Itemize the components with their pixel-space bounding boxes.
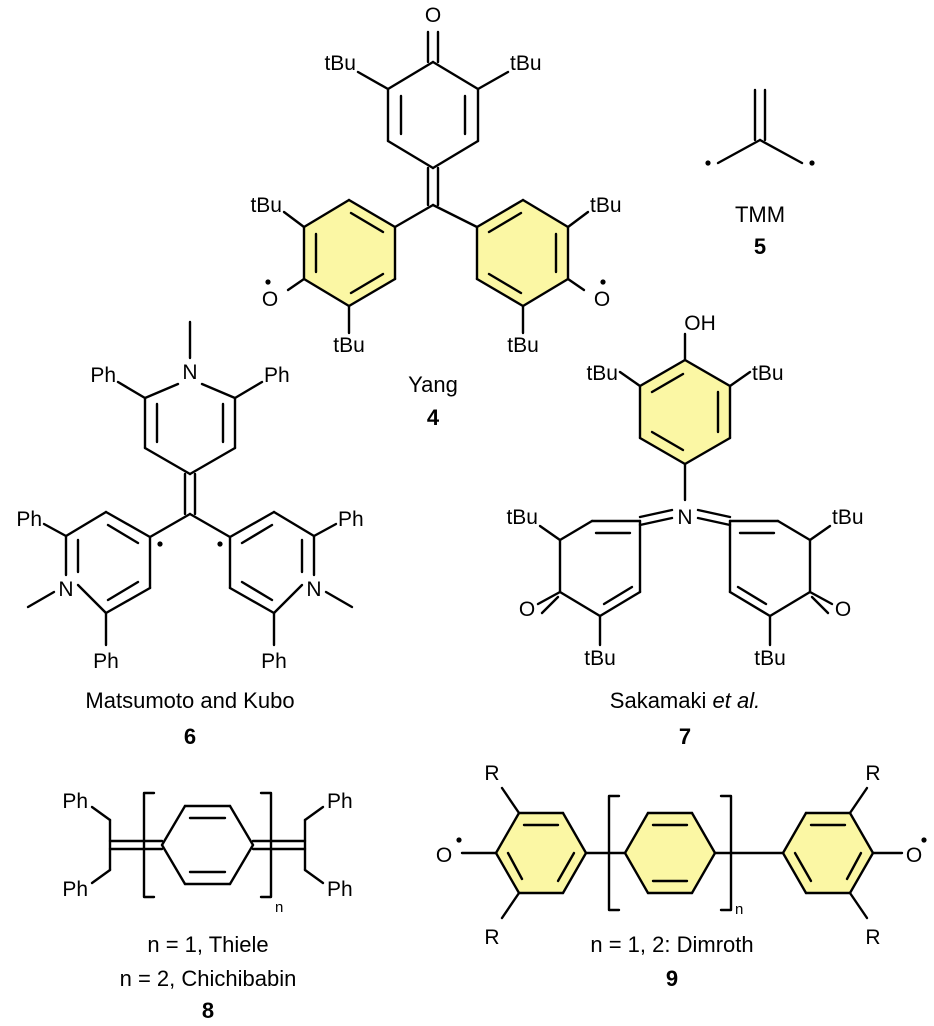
compound-6-ph-right: Ph xyxy=(338,508,364,531)
compound-8-line1: n = 1, Thiele xyxy=(147,932,268,957)
compound-9-middle-ring-highlight xyxy=(625,813,715,893)
compound-6-name: Matsumoto and Kubo xyxy=(85,688,294,713)
compound-7-tbu-mid-left: tBu xyxy=(506,506,538,529)
compound-7-name-plain: Sakamaki xyxy=(610,688,713,713)
compound-5-structure: TMM 5 xyxy=(705,88,815,259)
compound-5-number: 5 xyxy=(754,234,766,259)
compound-4-structure: O tBu tBu tBu tBu tBu tBu O O Yang 4 xyxy=(250,4,621,430)
compound-9-r-top-left: R xyxy=(484,762,499,785)
compound-8-repeat-n: n xyxy=(275,899,283,916)
compound-7-tbu-bottom-right: tBu xyxy=(754,647,786,670)
compound-6-ph-top-left: Ph xyxy=(90,364,116,387)
compound-4-radical-dot-left xyxy=(265,279,271,285)
compound-4-tbu-right: tBu xyxy=(590,194,622,217)
compound-7-bonds xyxy=(536,332,834,647)
compound-4-tbu-bottom-left: tBu xyxy=(333,334,365,357)
compound-9-radical-dot-right xyxy=(921,837,927,843)
compound-6-ph-bottom-right: Ph xyxy=(261,650,287,673)
compound-4-tbu-bottom-right: tBu xyxy=(507,334,539,357)
compound-6-radical-dot-left xyxy=(157,541,163,547)
compound-4-number: 4 xyxy=(427,405,440,430)
compound-7-tbu-top-right: tBu xyxy=(752,362,784,385)
compound-6-top-n: N xyxy=(182,361,197,384)
compound-4-radical-dot-right xyxy=(600,279,606,285)
compound-6-number: 6 xyxy=(184,724,196,749)
compound-4-oxyl-right: O xyxy=(594,288,610,311)
compound-4-right-ring-highlight xyxy=(477,200,568,306)
compound-9-repeat-n: n xyxy=(735,901,743,918)
compound-9-oxyl-left: O xyxy=(436,844,452,867)
compound-4-tbu-top-right: tBu xyxy=(510,52,542,75)
compound-7-tbu-mid-right: tBu xyxy=(832,506,864,529)
compound-5-radical-dot-right xyxy=(809,160,815,166)
compound-5-name: TMM xyxy=(735,202,785,227)
compound-7-carbonyl-o-right: O xyxy=(835,598,851,621)
compound-9-r-bottom-left: R xyxy=(484,926,499,949)
compound-9-r-top-right: R xyxy=(865,762,880,785)
compound-7-carbonyl-o-left: O xyxy=(519,598,535,621)
compound-4-tbu-top-left: tBu xyxy=(324,52,356,75)
compound-4-carbonyl-o: O xyxy=(425,4,441,27)
compound-6-left-n: N xyxy=(58,578,73,601)
compound-4-name: Yang xyxy=(408,372,458,397)
compound-6-bonds xyxy=(26,320,354,647)
compound-7-name-italic: et al. xyxy=(713,688,761,713)
compound-8-ph-bottom-right: Ph xyxy=(327,878,353,901)
compound-5-bonds xyxy=(716,88,804,165)
compound-9-r-bottom-right: R xyxy=(865,926,880,949)
compound-4-oxyl-left: O xyxy=(262,288,278,311)
compound-4-left-ring-highlight xyxy=(304,200,395,306)
compound-9-number: 9 xyxy=(666,966,678,991)
compound-6-radical-dot-right xyxy=(217,541,223,547)
compound-9-line1: n = 1, 2: Dimroth xyxy=(590,932,753,957)
compound-7-name: Sakamaki et al. xyxy=(610,688,760,713)
compound-6-right-n: N xyxy=(306,578,321,601)
compound-4-bonds xyxy=(282,30,590,335)
compound-8-line2: n = 2, Chichibabin xyxy=(120,966,297,991)
compound-7-number: 7 xyxy=(679,724,691,749)
compound-9-bonds xyxy=(460,786,904,920)
compound-9-radical-dot-left xyxy=(456,837,462,843)
compound-8-ph-top-left: Ph xyxy=(62,790,88,813)
compound-4-tbu-left: tBu xyxy=(250,194,282,217)
compound-7-phenol-ring-highlight xyxy=(640,360,730,464)
compound-8-number: 8 xyxy=(202,998,214,1023)
compound-7-imine-n: N xyxy=(677,506,692,529)
compound-6-ph-top-right: Ph xyxy=(264,364,290,387)
compound-6-ph-bottom-left: Ph xyxy=(93,650,119,673)
compound-6-ph-left: Ph xyxy=(16,508,42,531)
compound-8-structure: Ph Ph Ph Ph n n = 1, Thiele n = 2, Chich… xyxy=(62,790,352,1023)
compound-7-structure: OH tBu tBu N tBu tBu O O tBu tBu Sakamak… xyxy=(506,312,863,749)
compound-6-structure: N Ph Ph Ph Ph N N Ph Ph Matsumoto and Ku… xyxy=(16,320,364,749)
compound-8-bonds xyxy=(90,791,325,899)
compound-9-oxyl-right: O xyxy=(906,844,922,867)
compound-7-oh: OH xyxy=(684,312,716,335)
compound-5-radical-dot-left xyxy=(705,160,711,166)
compound-8-ph-bottom-left: Ph xyxy=(62,878,88,901)
compound-8-ph-top-right: Ph xyxy=(327,790,353,813)
compound-9-structure: R R R R O O n n = 1, 2: Dimroth 9 xyxy=(436,762,927,991)
compound-7-tbu-top-left: tBu xyxy=(586,362,618,385)
compound-7-tbu-bottom-left: tBu xyxy=(584,647,616,670)
